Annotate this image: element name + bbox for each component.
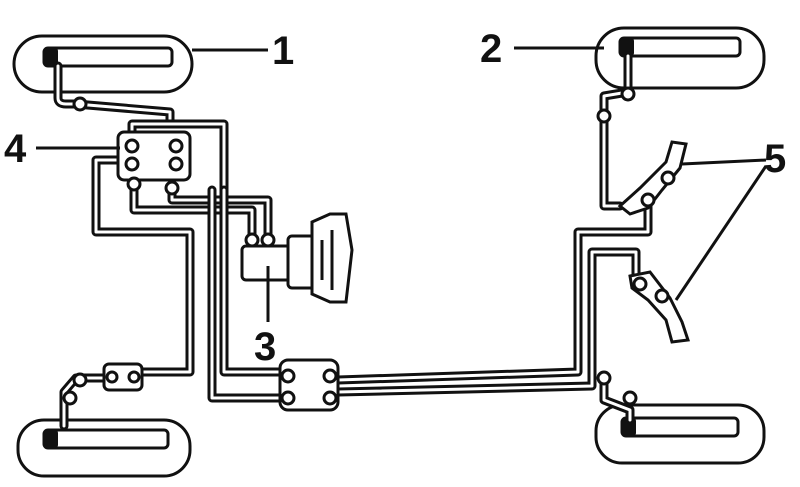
left-pressure-regulator — [116, 130, 192, 196]
label-1: 1 — [272, 29, 294, 73]
wheel-rear-left — [16, 418, 192, 478]
label-5: 5 — [764, 137, 786, 181]
brake-lines — [53, 51, 653, 431]
rear-regulator-lower — [628, 270, 691, 344]
master-cylinder-with-booster — [240, 212, 354, 304]
label-4: 4 — [4, 127, 27, 171]
rear-left-junction — [102, 362, 144, 392]
wheel-front-left — [12, 34, 194, 94]
wheel-rear-right — [594, 403, 766, 465]
label-2: 2 — [480, 27, 502, 71]
callout-leaders — [36, 46, 768, 322]
center-distributor — [278, 358, 340, 412]
wheel-front-right — [594, 26, 766, 90]
rear-regulator-upper — [617, 140, 688, 216]
label-3: 3 — [254, 325, 276, 369]
